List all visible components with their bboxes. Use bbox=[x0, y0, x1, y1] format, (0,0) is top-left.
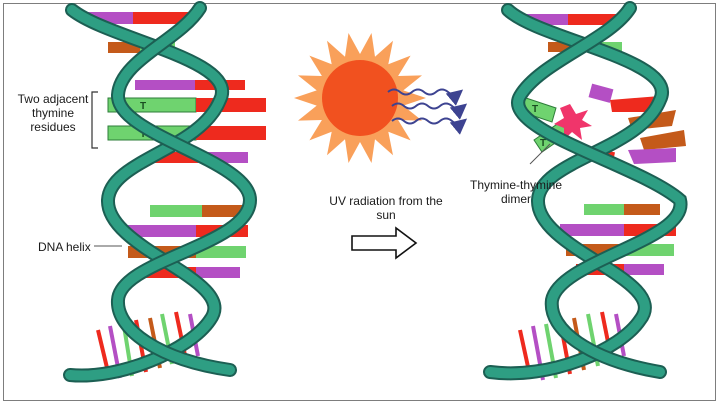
thymine-letter-4: T bbox=[540, 138, 546, 149]
backbone-left bbox=[63, 1, 258, 383]
thymine-letter-3: T bbox=[532, 104, 538, 115]
dna-helix-right: T T bbox=[483, 1, 688, 381]
thymine-letter-1: T bbox=[140, 101, 146, 112]
outline-right-arrow-icon bbox=[351, 226, 418, 260]
sun-disc bbox=[322, 60, 398, 136]
wavy-arrow-icon bbox=[387, 88, 468, 135]
thymine-letter-2: T bbox=[140, 129, 146, 140]
dna-helix-label: DNA helix bbox=[38, 240, 91, 254]
dna-helix-left: T T bbox=[63, 1, 266, 383]
thymine-dimer-label: Thymine-thymine dimer bbox=[469, 178, 563, 206]
starburst-icon bbox=[554, 104, 592, 140]
adjacent-thymine-label: Two adjacent thymine residues bbox=[17, 92, 89, 134]
figure-border bbox=[3, 3, 716, 401]
dimer-leader-line bbox=[529, 143, 551, 165]
thymine-bracket bbox=[91, 91, 98, 149]
backbone-right bbox=[483, 1, 688, 381]
sun-icon bbox=[294, 33, 426, 163]
uv-radiation-label: UV radiation from the sun bbox=[329, 194, 443, 222]
